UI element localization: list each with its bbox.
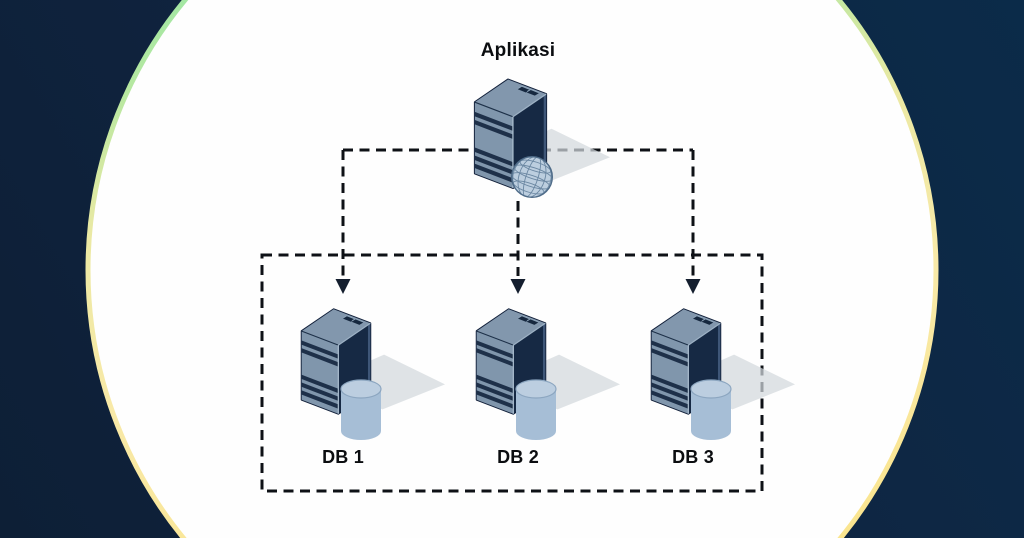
database-server-icon-db1 (300, 308, 445, 441)
database-cylinder-icon (340, 379, 382, 441)
database-server-icon-db3 (650, 308, 795, 441)
db3-node-label: DB 3 (672, 447, 714, 467)
db2-node-label: DB 2 (497, 447, 539, 467)
database-cylinder-icon (690, 379, 732, 441)
application-server-icon (473, 78, 610, 215)
arrowhead-db3 (685, 279, 701, 294)
db1-node-label: DB 1 (322, 447, 364, 467)
database-cylinder-icon (515, 379, 557, 441)
arrowhead-db1 (335, 279, 351, 294)
arrowhead-db2 (510, 279, 526, 294)
database-server-icon-db2 (475, 308, 620, 441)
app-node-label: Aplikasi (480, 40, 556, 61)
